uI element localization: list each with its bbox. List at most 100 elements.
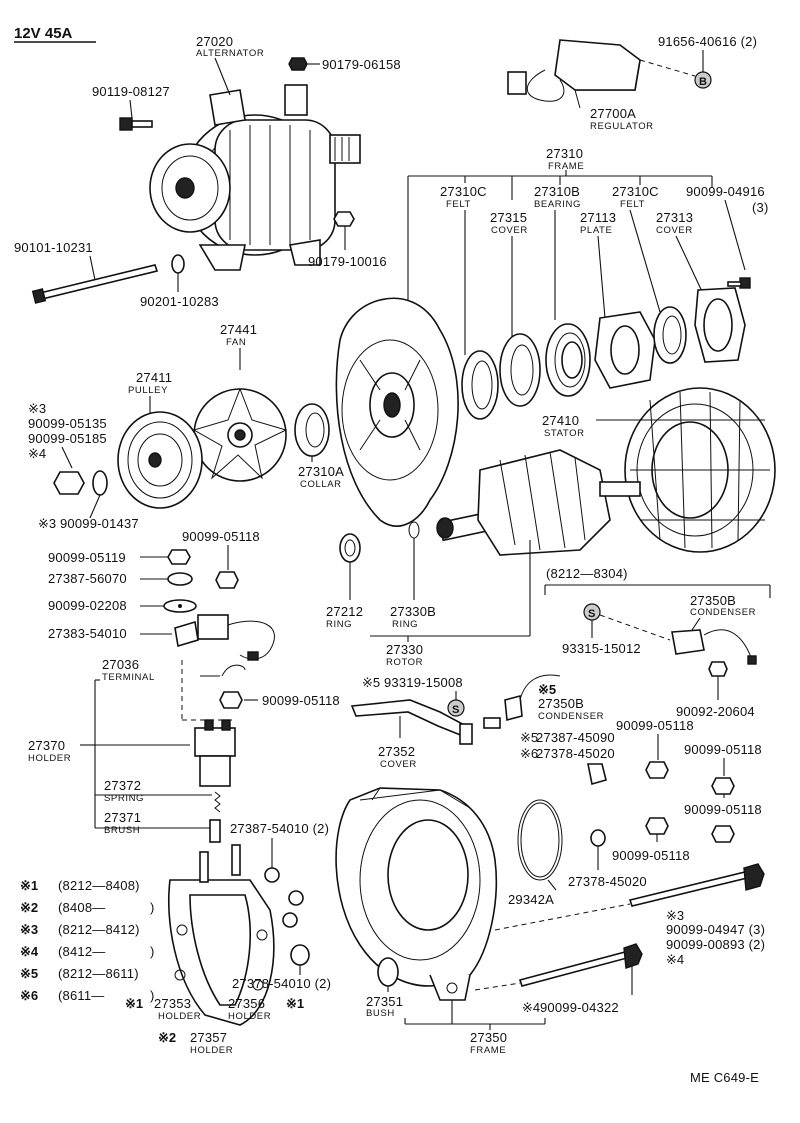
- legend-mark-2: ※2: [20, 900, 38, 915]
- fan-name: FAN: [226, 337, 246, 348]
- ins-45020-b-number: 27378-45020: [568, 874, 647, 889]
- oring-icon: [517, 799, 563, 881]
- holder-27357-name: HOLDER: [190, 1045, 233, 1056]
- cover-27352-icon: [350, 699, 473, 745]
- bush-icon: [377, 957, 399, 987]
- nut-b-icon: [333, 211, 355, 227]
- legend-range-2: (8408—: [58, 900, 105, 915]
- spring-icon: [214, 791, 221, 813]
- s-screw-icon-b: [447, 699, 465, 717]
- plate-name: PLATE: [580, 225, 612, 236]
- holder-number: 27370: [28, 738, 65, 753]
- washer-a-number: 90201-10283: [140, 294, 219, 309]
- through-bolt-number-2: 90099-00893 (2): [666, 937, 765, 952]
- legend-mark-6: ※6: [20, 988, 38, 1003]
- ring-1-name: RING: [326, 619, 352, 630]
- ins-54010-b-icon-2: [282, 912, 298, 928]
- ins-45020-a-number: 27378-45020: [536, 746, 615, 761]
- cover-2-icon: [694, 287, 746, 363]
- through-bolt-number-1: 90099-04947 (3): [666, 922, 765, 937]
- regulator-name: REGULATOR: [590, 121, 654, 132]
- pulley-nut-icon: [53, 471, 85, 495]
- screw-3-number: 90099-04916: [686, 184, 765, 199]
- felt-1-icon: [461, 350, 499, 420]
- frame-front-name: FRAME: [548, 161, 584, 172]
- rear-frame-drawing: [335, 787, 498, 1001]
- ins-45020-a-icon: [587, 763, 607, 786]
- page-code: ME C649-E: [690, 1070, 759, 1085]
- collar-name: COLLAR: [300, 479, 342, 490]
- regulator-number: 27700A: [590, 106, 636, 121]
- frame-front-number: 27310: [546, 146, 583, 161]
- screw-3-qty: (3): [752, 200, 769, 215]
- rectifier-holder-icon: [167, 844, 275, 1026]
- cover-1-number: 27315: [490, 210, 527, 225]
- bolt-04322-mark: ※4: [522, 1000, 540, 1015]
- holder-27356-mark: ※1: [286, 996, 304, 1011]
- ins-45020-a-mark: ※6: [520, 746, 538, 761]
- holder-27353-number: 27353: [154, 996, 191, 1011]
- condenser-b-name: CONDENSER: [538, 711, 604, 722]
- through-bolt-mark-1: ※3: [666, 908, 684, 923]
- screw-15012-number: 93315-15012: [562, 641, 641, 656]
- cover-1-icon: [499, 333, 541, 407]
- brush-number: 27371: [104, 810, 141, 825]
- terminal-name: TERMINAL: [102, 672, 155, 683]
- alternator-drawing: [149, 84, 361, 271]
- spec-label: 12V 45A: [14, 25, 73, 42]
- range-a-text: (8212—8304): [546, 566, 628, 581]
- nut-20604-icon: [708, 661, 728, 677]
- plate-number: 27113: [580, 210, 616, 225]
- nut-05118-e-number: 90099-05118: [684, 802, 762, 817]
- bush-name: BUSH: [366, 1008, 395, 1019]
- nut-top-icon: [288, 57, 308, 71]
- ins-45020-b-icon: [590, 829, 606, 847]
- holder-27356-name: HOLDER: [228, 1011, 271, 1022]
- washer-a-icon: [171, 254, 185, 274]
- condenser-b-number: 27350B: [538, 696, 584, 711]
- legend-close-4: ): [150, 944, 155, 959]
- bush-number: 27351: [366, 994, 403, 1009]
- nut-05118-c-number: 90099-05118: [616, 718, 694, 733]
- nut-05118-a-icon: [215, 571, 239, 589]
- pulley-nut-mark-1: ※3: [28, 401, 46, 416]
- alternator-number: 27020: [196, 34, 233, 49]
- legend-mark-1: ※1: [20, 878, 38, 893]
- terminal-54010-icon: [174, 614, 275, 661]
- nut-05118-f-icon: [711, 825, 735, 843]
- nut-05119-number: 90099-05119: [48, 550, 126, 565]
- holder-27353-name: HOLDER: [158, 1011, 201, 1022]
- terminal-54010-number: 27383-54010: [48, 626, 127, 641]
- bolt-top-number: 90119-08127: [92, 84, 170, 99]
- legend-range-5: (8212—8611): [58, 966, 139, 981]
- condenser-b-mark: ※5: [538, 682, 556, 697]
- collar-icon: [294, 403, 330, 457]
- fan-number: 27441: [220, 322, 257, 337]
- ring-2-name: RING: [392, 619, 418, 630]
- holder-icon: [194, 719, 236, 787]
- cover-27352-name: COVER: [380, 759, 417, 770]
- nut-b-number: 90179-10016: [308, 254, 387, 269]
- holder-27356-number: 27356: [228, 996, 265, 1011]
- bolt-04322-number: 90099-04322: [540, 1000, 619, 1015]
- nut-05118-a-number: 90099-05118: [182, 529, 260, 544]
- pulley-nut-mark-2: ※4: [28, 446, 46, 461]
- ins-56070-icon: [167, 572, 193, 586]
- long-bolt-number: 90101-10231: [14, 240, 93, 255]
- felt-2-number: 27310C: [612, 184, 659, 199]
- nut-05118-e-icon: [645, 817, 669, 835]
- condenser-a-number: 27350B: [690, 593, 736, 608]
- nut-05118-b-icon: [219, 691, 243, 709]
- pulley-name: PULLEY: [128, 385, 168, 396]
- regulator-drawing: [507, 39, 641, 109]
- through-bolt-icon: [628, 863, 765, 907]
- ring-2-number: 27330B: [390, 604, 436, 619]
- stator-number: 27410: [542, 413, 579, 428]
- brush-name: BRUSH: [104, 825, 140, 836]
- felt-2-name: FELT: [620, 199, 645, 210]
- pulley-nut-number-2: 90099-05185: [28, 431, 107, 446]
- holder-27357-mark: ※2: [158, 1030, 176, 1045]
- cover-27352-number: 27352: [378, 744, 415, 759]
- ring-1-icon: [339, 533, 361, 563]
- s-screw-symbol-b: S: [452, 704, 459, 716]
